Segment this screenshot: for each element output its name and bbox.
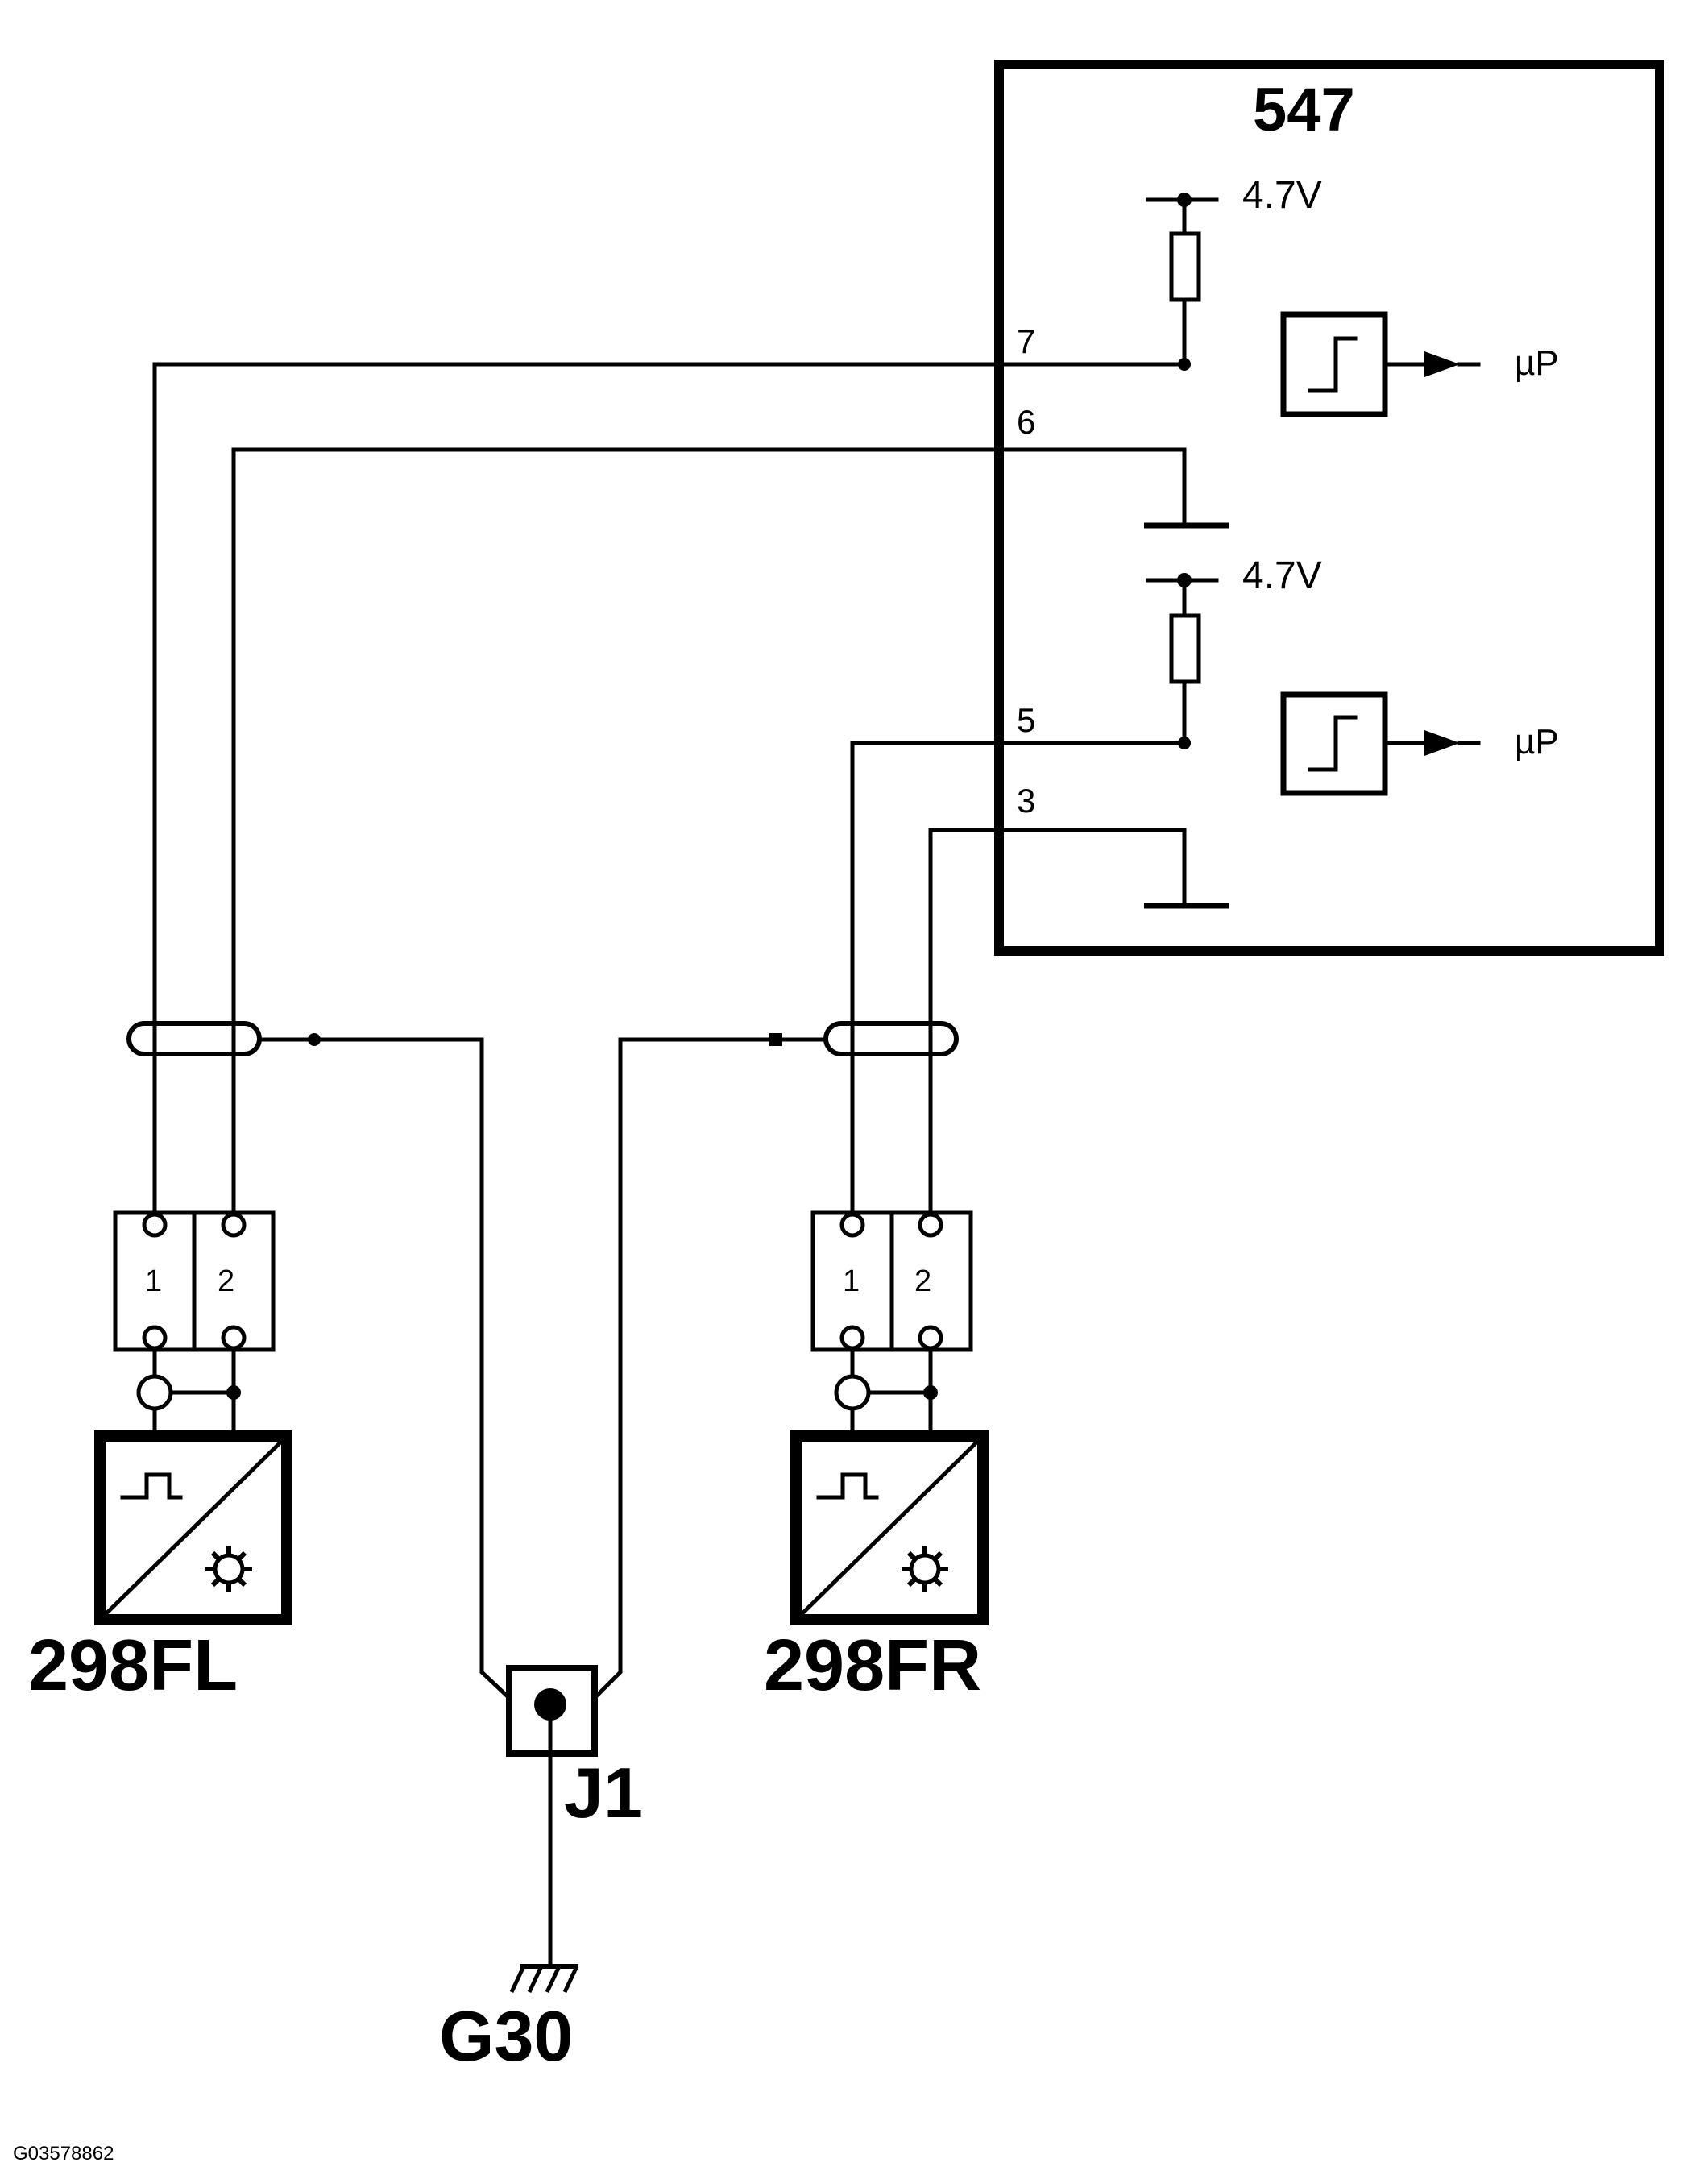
tone-wheel-icon <box>902 1546 948 1592</box>
connector-pin-1-label: 1 <box>843 1264 860 1298</box>
pin-number-3: 3 <box>1017 782 1035 820</box>
sensor-label-298FL: 298FL <box>28 1625 238 1706</box>
pullup-resistor-lower <box>1169 613 1201 684</box>
output-arrow-icon <box>1424 730 1460 756</box>
tone-wheel-icon <box>205 1546 252 1592</box>
pin-number-5: 5 <box>1017 701 1035 739</box>
junction-label-J1: J1 <box>564 1753 643 1833</box>
pullup-resistor-upper <box>1169 231 1201 302</box>
wire-pin6-to-298FL-pin2 <box>231 447 1001 1215</box>
module-id-label: 547 <box>1253 76 1355 144</box>
module-housing <box>994 60 1664 956</box>
lower-input-circuit: 4.7V µP <box>1146 554 1559 796</box>
wire-pin7-to-298FL-pin1 <box>152 362 1187 1215</box>
upper-input-circuit: 4.7V µP <box>1146 174 1559 417</box>
sensor-298FR: 1 2 298FR <box>764 1210 989 1706</box>
control-module-547: 547 4.7V µP 4.7V <box>994 60 1664 956</box>
ground-label-G30: G30 <box>439 1996 573 2076</box>
pulse-icon <box>816 1472 879 1500</box>
figure-id: G03578862 <box>13 2143 114 2165</box>
connector-pin-2-label: 2 <box>914 1264 931 1298</box>
shield-right <box>591 1021 959 1701</box>
connector-pin-2-label: 2 <box>218 1264 234 1298</box>
junction-J1: J1 <box>506 1665 643 1833</box>
ground-point-G30: G30 <box>439 1718 579 2076</box>
pin-number-6: 6 <box>1017 403 1035 441</box>
harness-wires <box>152 362 1187 1215</box>
pin-number-7: 7 <box>1017 322 1035 360</box>
microprocessor-label-upper: µP <box>1515 343 1559 383</box>
pin-6-internal-ground <box>997 447 1229 529</box>
sensor-label-298FR: 298FR <box>764 1625 981 1706</box>
step-symbol-icon <box>1308 336 1358 393</box>
microprocessor-label-lower: µP <box>1515 722 1559 762</box>
supply-voltage-lower-label: 4.7V <box>1242 554 1322 597</box>
output-arrow-icon <box>1424 351 1460 377</box>
wire-pin3-to-298FR-pin2 <box>928 828 1001 1215</box>
supply-voltage-upper-label: 4.7V <box>1242 174 1322 217</box>
connector-pin-1-label: 1 <box>145 1264 162 1298</box>
pin-3-internal-ground <box>997 828 1229 909</box>
shield-left <box>126 1021 512 1701</box>
sensor-298FL: 1 2 298FL <box>28 1210 292 1706</box>
pulse-icon <box>120 1472 183 1500</box>
step-symbol-icon <box>1308 715 1358 772</box>
